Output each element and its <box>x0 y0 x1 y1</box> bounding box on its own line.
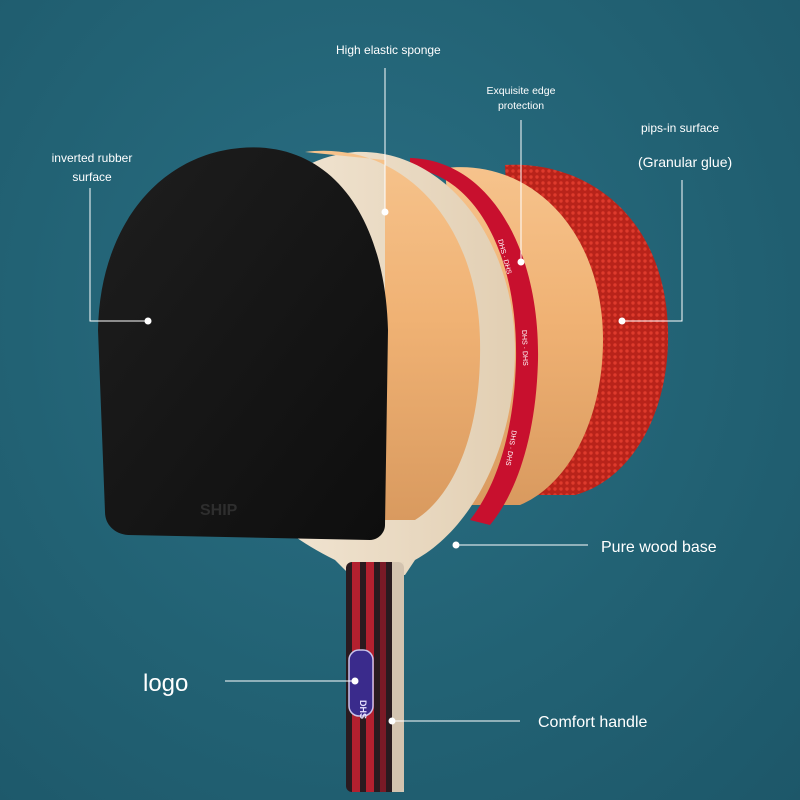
dot-logo <box>351 677 359 685</box>
dot-pips <box>618 317 626 325</box>
label-pips-in-surface: pips-in surface <box>641 121 720 135</box>
label-inverted-line1: inverted rubber <box>51 151 133 165</box>
dot-wood <box>452 541 460 549</box>
dot-inverted <box>144 317 152 325</box>
callout-line-inverted <box>89 188 148 322</box>
handle-logo-badge <box>348 649 374 717</box>
label-high-elastic-sponge: High elastic sponge <box>336 43 441 57</box>
label-edge-line2: protection <box>497 100 545 112</box>
sponge-layer-front <box>305 150 481 520</box>
svg-text:DHS · DHS: DHS · DHS <box>520 330 528 366</box>
label-granular-glue: (Granular glue) <box>638 154 733 170</box>
callout-line-pips <box>622 180 683 322</box>
rubber-brand-mark: SHIP <box>200 502 238 519</box>
callout-dots <box>144 208 626 725</box>
dot-handle <box>388 717 396 725</box>
label-edge-line1: Exquisite edge <box>486 85 556 97</box>
label-comfort-handle: Comfort handle <box>538 714 648 731</box>
label-inverted-line2: surface <box>72 170 112 184</box>
label-edge-protection: Exquisite edge protection <box>476 84 566 114</box>
edge-tape <box>410 158 539 525</box>
callout-lines <box>89 68 683 722</box>
dot-edge <box>517 258 525 266</box>
black-inverted-rubber <box>98 147 388 540</box>
handle-brand-text: DHS <box>358 700 368 719</box>
label-inverted-rubber: inverted rubber surface <box>44 149 140 187</box>
dot-sponge <box>381 208 389 216</box>
label-pure-wood-base: Pure wood base <box>601 539 717 556</box>
label-logo: logo <box>143 670 189 697</box>
